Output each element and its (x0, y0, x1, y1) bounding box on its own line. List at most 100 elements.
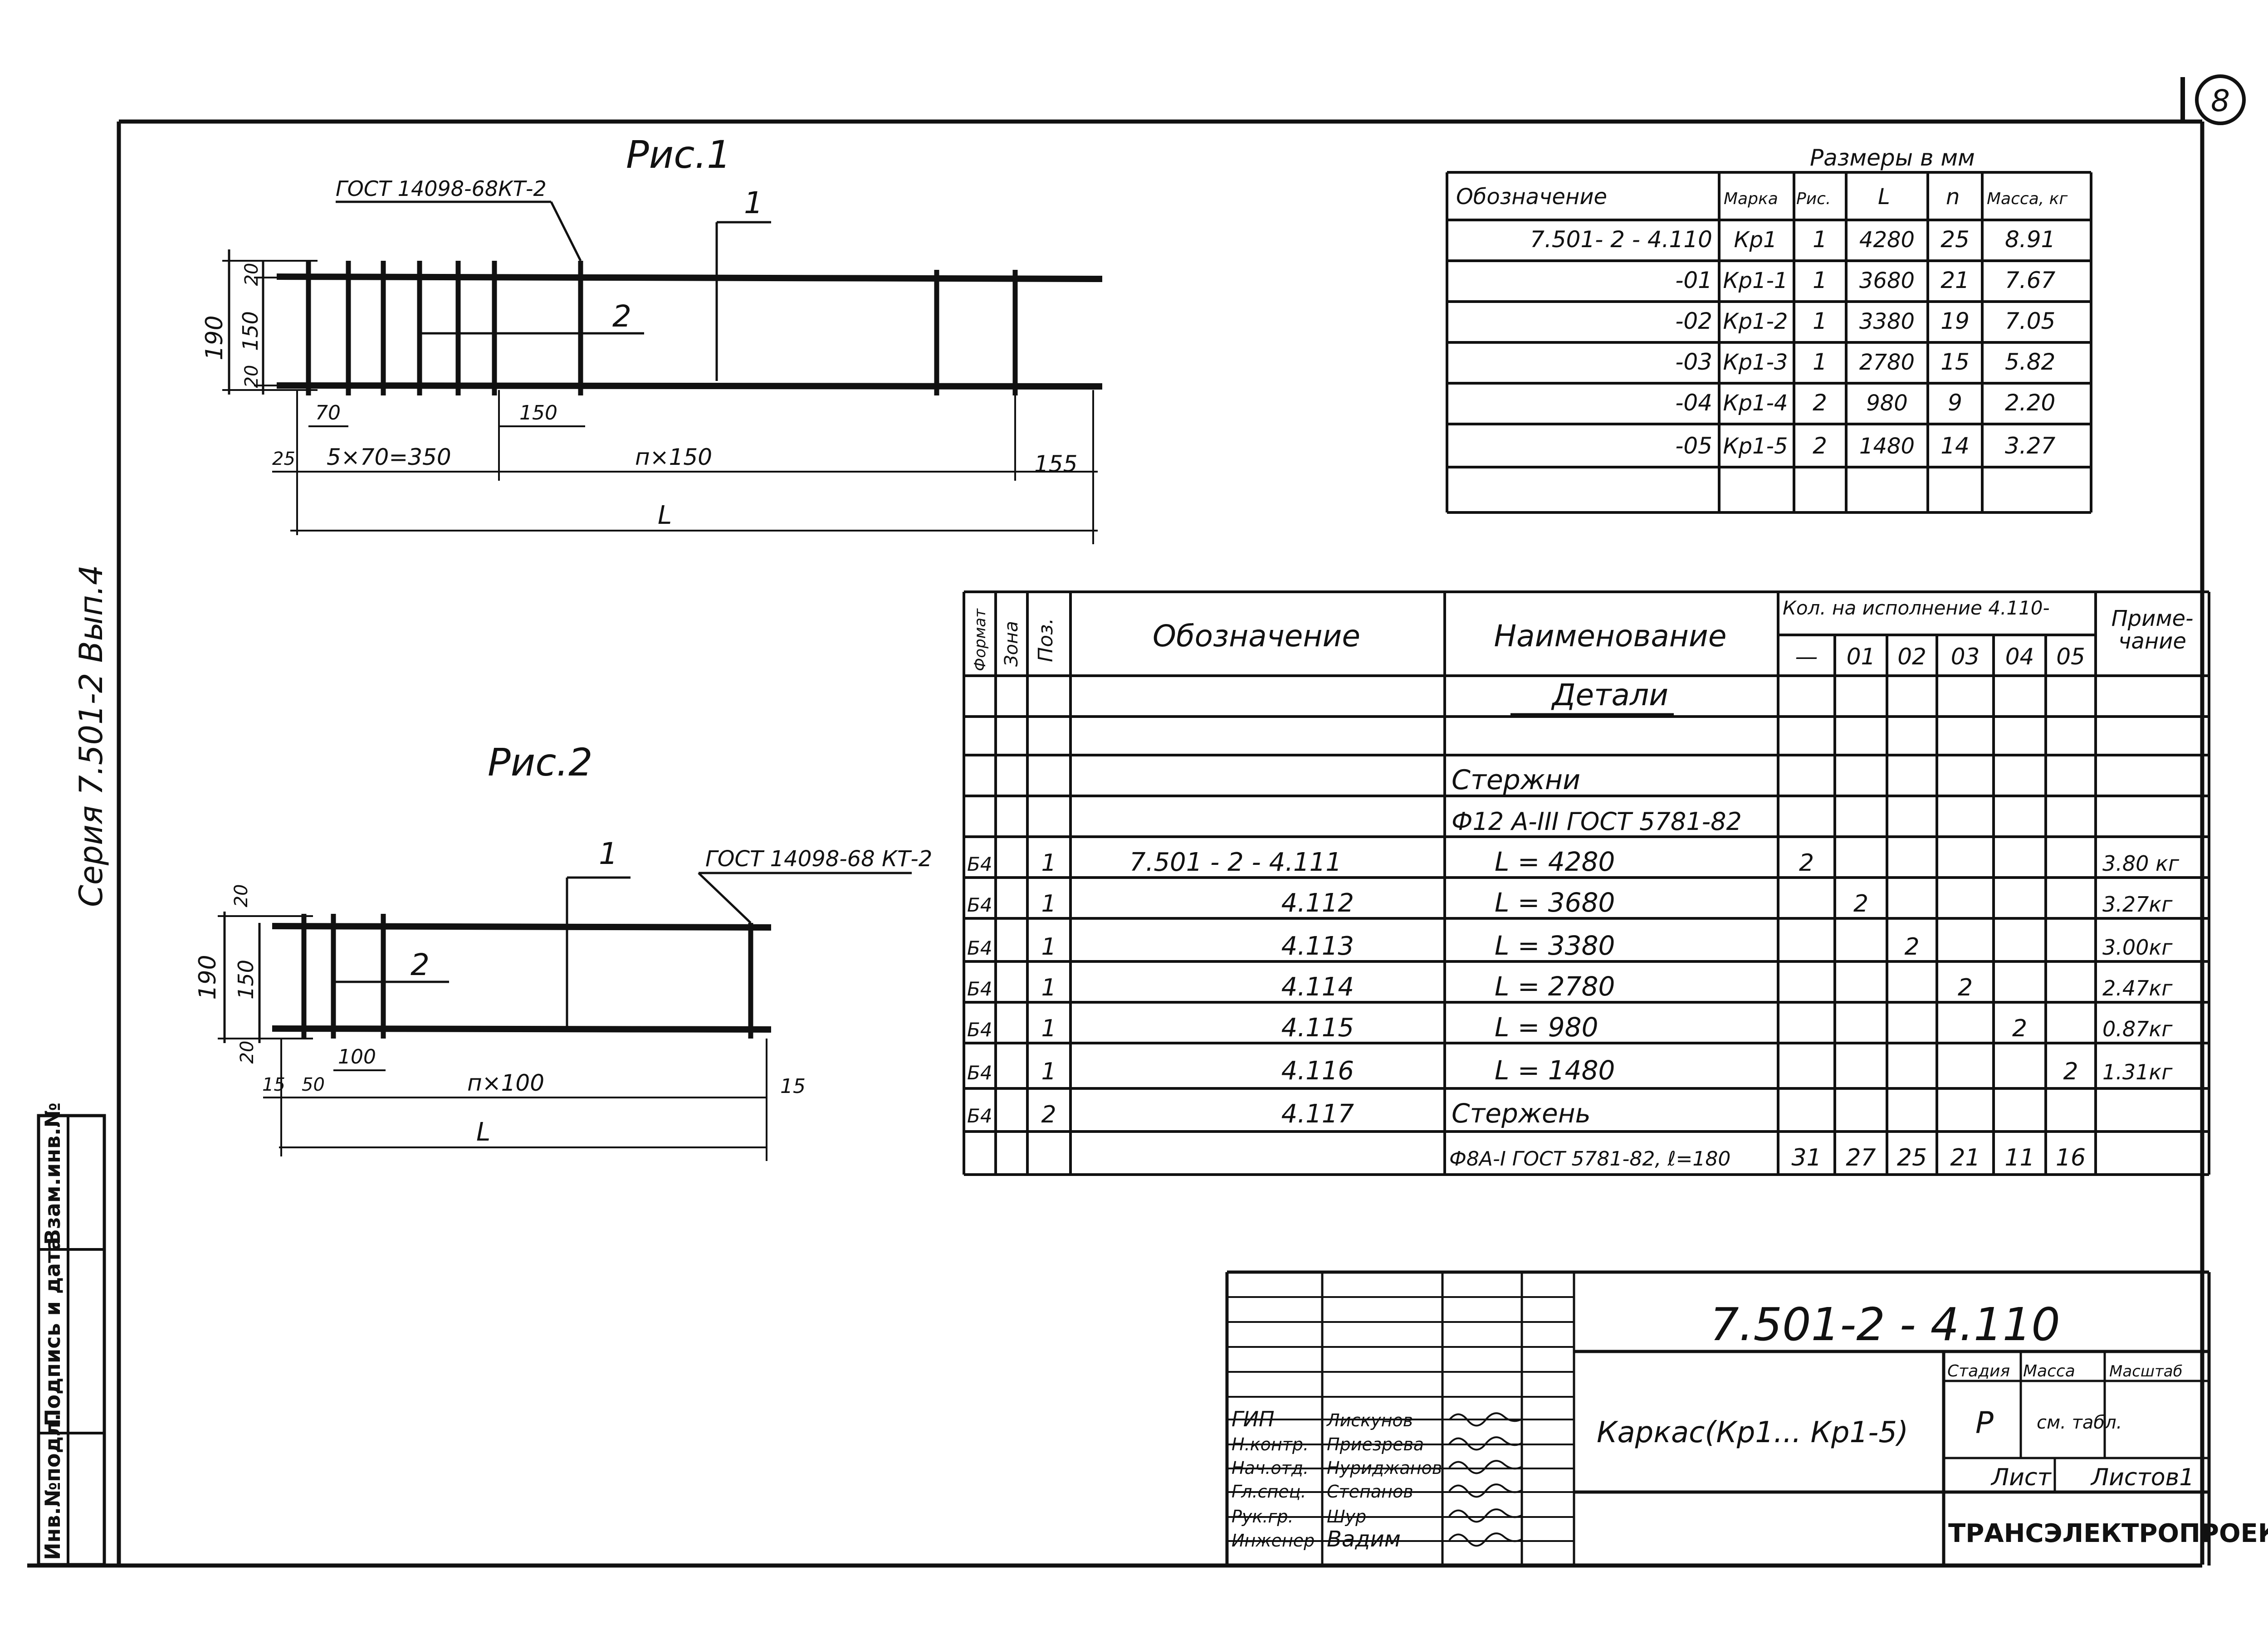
row-name: L = 1480 (1495, 1055, 1615, 1086)
header-designation: Обозначение (1153, 619, 1360, 654)
signature-name: Степанов (1327, 1482, 1413, 1502)
sizes-count: 19 (1941, 308, 1970, 334)
sizes-mass: 8.91 (2005, 226, 2055, 253)
signature-scribble (1448, 1436, 1522, 1451)
sizes-length: 1480 (1859, 434, 1915, 459)
row-note: 2.47кг (2102, 976, 2173, 1000)
svg-text:Масштаб: Масштаб (2109, 1362, 2183, 1380)
sizes-length: 4280 (1859, 227, 1915, 253)
sizes-count: 9 (1948, 390, 1962, 416)
signature-role: Инженер (1232, 1531, 1315, 1551)
header-qty-col: — (1795, 644, 1818, 670)
svg-text:15: 15 (262, 1074, 285, 1095)
header-zone: Зона (1001, 621, 1022, 667)
sizes-mark: Кр1-4 (1723, 390, 1788, 416)
sizes-designation: 7.501- 2 - 4.110 (1530, 226, 1712, 253)
signature-scribble (1448, 1460, 1522, 1474)
sizes-figure: 2 (1813, 433, 1827, 459)
row-format: Б4 (967, 978, 992, 1000)
svg-text:20: 20 (241, 263, 262, 286)
row-qty: 27 (1846, 1144, 1876, 1171)
row-pos: 1 (1041, 849, 1056, 877)
svg-text:L: L (658, 501, 672, 530)
svg-text:155: 155 (1034, 451, 1077, 477)
row-qty: 2 (1799, 849, 1814, 877)
header-qty-col: 01 (1847, 644, 1876, 670)
row-name: L = 3380 (1495, 930, 1615, 961)
row-pos: 1 (1041, 974, 1056, 1001)
signature-scribble (1448, 1532, 1522, 1547)
svg-text:1: 1 (599, 836, 618, 871)
sizes-mass: 3.27 (2005, 433, 2056, 459)
row-pos: 1 (1041, 1058, 1056, 1085)
signature-role: Рук.гр. (1232, 1507, 1294, 1527)
sizes-designation: -02 (1675, 308, 1712, 334)
row-qty: 2 (1853, 890, 1868, 917)
row-pos: 2 (1041, 1101, 1056, 1128)
svg-text:15: 15 (780, 1075, 806, 1098)
svg-text:2: 2 (612, 299, 631, 334)
svg-text:150: 150 (234, 960, 258, 1000)
row-name: L = 980 (1495, 1012, 1598, 1043)
svg-text:Р: Р (1975, 1405, 1994, 1440)
sizes-figure: 1 (1813, 308, 1827, 334)
sizes-mark: Кр1-2 (1723, 309, 1788, 334)
signature-role: Н.контр. (1232, 1434, 1309, 1454)
svg-text:150: 150 (519, 401, 557, 424)
sizes-count: 14 (1941, 433, 1970, 459)
figure-1: Рис.1 ГОСТ 14098-68КТ-2 1 2 (201, 132, 1103, 544)
svg-text:Рис.: Рис. (1796, 190, 1831, 208)
header-qty-col: 03 (1951, 644, 1980, 670)
svg-text:50: 50 (302, 1074, 325, 1095)
signature-scribble (1448, 1412, 1522, 1427)
svg-text:100: 100 (338, 1045, 376, 1068)
row-qty: 2 (2063, 1058, 2078, 1085)
sizes-figure: 1 (1813, 349, 1827, 375)
svg-text:Рис.2: Рис.2 (488, 740, 593, 785)
svg-text:L: L (476, 1117, 490, 1147)
subsection-material: Ф12 А-III ГОСТ 5781-82 (1452, 807, 1742, 836)
svg-text:1: 1 (744, 185, 763, 220)
sizes-count: 25 (1941, 226, 1970, 253)
svg-text:20: 20 (231, 884, 252, 907)
signature-scribble (1448, 1508, 1522, 1523)
sizes-mark: Кр1 (1734, 227, 1777, 253)
row-qty: 21 (1950, 1144, 1980, 1171)
sheet-number: 8 (2180, 74, 2246, 125)
row-note: 1.31кг (2102, 1060, 2173, 1084)
signature-name: Нуриджанов (1327, 1458, 1442, 1478)
row-qty: 2 (1958, 974, 1973, 1001)
sizes-count: 21 (1941, 267, 1970, 293)
svg-text:п×150: п×150 (635, 444, 712, 470)
header-pos: Поз. (1034, 618, 1057, 662)
company-name: ТРАНСЭЛЕКТРОПРОЕКТ (1948, 1519, 2268, 1548)
header-name: Наименование (1494, 619, 1727, 654)
svg-text:n: n (1946, 184, 1960, 210)
sizes-designation: -04 (1675, 390, 1712, 416)
signature-scribble (1448, 1483, 1522, 1498)
svg-text:Обозначение: Обозначение (1456, 184, 1607, 210)
sizes-designation: -03 (1675, 349, 1712, 375)
row-qty: 31 (1791, 1144, 1821, 1171)
figure-2: Рис.2 ГОСТ 14098-68 КТ-2 1 2 190 150 20 … (194, 740, 932, 1161)
header-note: Приме- (2112, 606, 2194, 631)
title-block: 7.501-2 - 4.110 Каркас(Кр1... Кр1-5) Ста… (1225, 1270, 2268, 1566)
svg-text:Марка: Марка (1724, 190, 1778, 208)
sizes-mark: Кр1-3 (1723, 350, 1788, 375)
svg-text:см. табл.: см. табл. (2037, 1412, 2122, 1433)
doc-number: 7.501-2 - 4.110 (1710, 1298, 2060, 1351)
row-qty: 2 (2012, 1015, 2027, 1042)
signature-role: ГИП (1232, 1407, 1275, 1431)
svg-text:Лист: Лист (1990, 1464, 2052, 1491)
row-name: L = 2780 (1495, 971, 1615, 1002)
svg-text:8: 8 (2211, 83, 2230, 118)
row-designation: 4.112 (1281, 888, 1354, 918)
svg-text:Масса, кг: Масса, кг (1987, 190, 2068, 208)
row-designation: 4.115 (1281, 1013, 1354, 1043)
header-qty: Кол. на исполнение 4.110- (1783, 597, 2050, 619)
row-designation: 4.116 (1281, 1056, 1354, 1086)
row-designation: 4.114 (1281, 972, 1354, 1002)
sizes-table: Размеры в мм Обозначение Марка Рис. L n (1446, 145, 2092, 514)
row-qty: 16 (2056, 1144, 2086, 1171)
